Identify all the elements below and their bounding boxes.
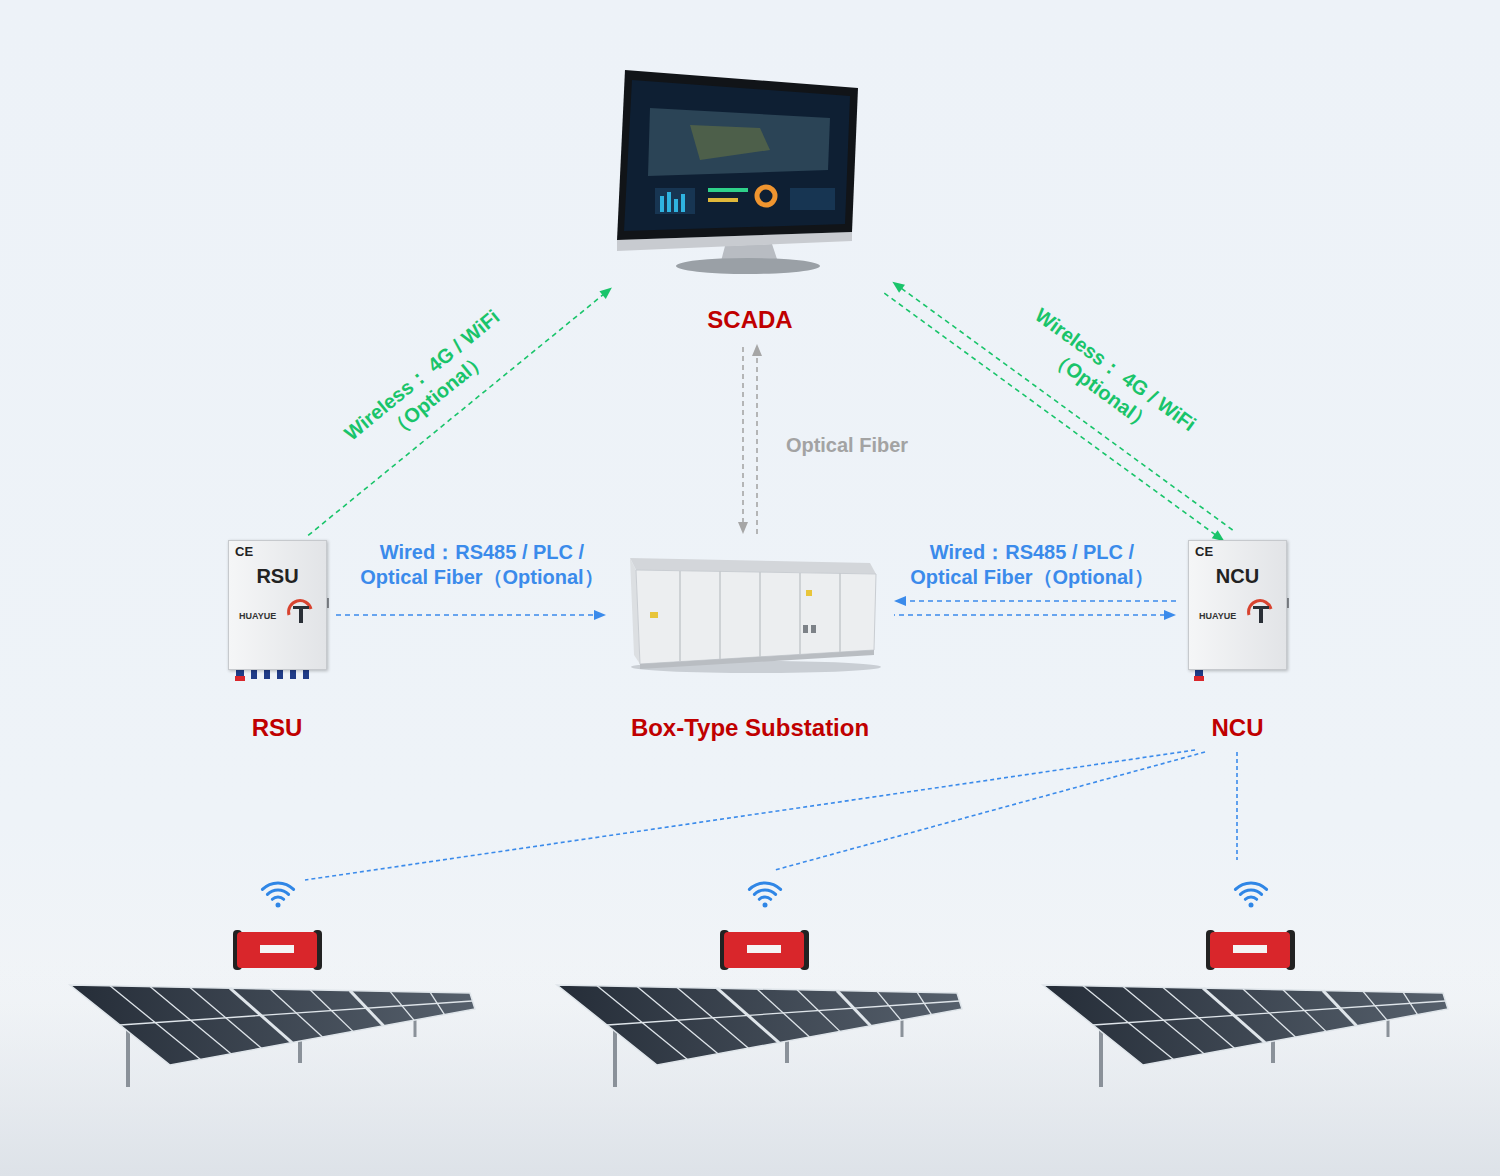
arrow-head xyxy=(599,288,611,299)
substation-drawing xyxy=(799,573,801,654)
dashed-connector xyxy=(901,288,1232,530)
dashed-connector xyxy=(336,614,595,616)
connector xyxy=(894,596,1176,620)
dashed-connector xyxy=(756,355,758,534)
monitor-drawing xyxy=(667,192,671,212)
arrow-head xyxy=(738,522,748,534)
substation-drawing xyxy=(806,590,812,596)
brand-logo xyxy=(1245,597,1275,625)
substation-drawing xyxy=(839,573,841,652)
monitor-drawing xyxy=(708,198,738,202)
connector xyxy=(308,288,612,536)
dashed-connector xyxy=(742,344,744,523)
substation-drawing xyxy=(759,572,761,657)
monitor-drawing xyxy=(757,187,775,205)
substation-drawing xyxy=(630,558,881,673)
brand-name: HUAYUE xyxy=(1199,611,1236,621)
substation-drawing xyxy=(719,571,721,659)
monitor-drawing xyxy=(676,258,820,274)
connector-label: Wireless： 4G / WiFi （Optional） xyxy=(333,299,527,471)
rsu-connectors xyxy=(235,676,245,681)
wireless-links xyxy=(1236,752,1238,860)
arrow-head xyxy=(752,344,762,356)
node-caption: SCADA xyxy=(615,305,885,335)
monitor-drawing xyxy=(681,194,685,212)
substation-drawing xyxy=(640,650,874,669)
monitor-drawing xyxy=(617,70,858,240)
monitor-drawing xyxy=(790,188,835,210)
brand-logo xyxy=(285,597,315,625)
substation-node: Box-Type Substation xyxy=(610,538,890,748)
dashed-connector xyxy=(308,294,603,535)
controller-housing: CE NCU HUAYUE xyxy=(1188,540,1287,670)
node-caption: RSU xyxy=(222,713,332,743)
arrow-head xyxy=(892,282,905,293)
connector-label: Wireless： 4G / WiFi （Optional） xyxy=(1008,298,1207,462)
connector xyxy=(336,610,606,620)
dashed-connector xyxy=(905,600,1176,602)
brand-logo xyxy=(1253,606,1269,623)
arrow-head xyxy=(1164,610,1176,620)
substation-drawing xyxy=(650,612,658,618)
tracker-row-3 xyxy=(1043,883,1448,1087)
connector xyxy=(738,344,762,534)
connector-label: Optical Fiber xyxy=(786,433,908,458)
connector-label: Wired：RS485 / PLC / Optical Fiber（Option… xyxy=(900,540,1165,590)
brand-name: HUAYUE xyxy=(239,611,276,621)
dashed-connector xyxy=(884,293,1215,535)
monitor-drawing xyxy=(624,80,850,231)
monitor-drawing xyxy=(708,188,748,192)
arrow-head xyxy=(594,610,606,620)
wireless-links xyxy=(775,752,1205,870)
monitor-drawing xyxy=(648,108,830,176)
device-name: RSU xyxy=(229,565,326,588)
wireless-links xyxy=(305,750,1237,880)
monitor-drawing xyxy=(617,70,858,274)
brand-logo xyxy=(293,606,309,623)
scada-node: SCADA xyxy=(615,65,885,340)
substation-drawing xyxy=(636,570,876,664)
connector-label: Wired：RS485 / PLC / Optical Fiber（Option… xyxy=(350,540,615,590)
monitor-drawing xyxy=(690,125,770,160)
ncu-node: CE NCU HUAYUE NCU xyxy=(1180,538,1295,748)
monitor-drawing xyxy=(674,199,678,212)
ncu-connectors xyxy=(1194,676,1204,681)
connector xyxy=(884,282,1233,542)
substation-drawing xyxy=(811,625,816,633)
node-caption: Box-Type Substation xyxy=(610,713,890,743)
ce-mark: CE xyxy=(235,544,253,559)
tracker-row-2 xyxy=(557,883,962,1087)
tracker-row-1 xyxy=(70,883,475,1087)
controller-housing: CE RSU HUAYUE xyxy=(228,540,327,670)
wireless-links xyxy=(305,750,1195,880)
substation-drawing xyxy=(680,571,840,661)
ce-mark: CE xyxy=(1195,544,1213,559)
monitor-drawing xyxy=(655,188,695,214)
monitor-drawing xyxy=(660,196,664,212)
dashed-connector xyxy=(894,614,1165,616)
substation-drawing xyxy=(803,625,808,633)
device-name: NCU xyxy=(1189,565,1286,588)
rsu-node: CE RSU HUAYUE RSU xyxy=(222,538,332,748)
substation-drawing xyxy=(679,571,681,661)
node-caption: NCU xyxy=(1180,713,1295,743)
arrow-head xyxy=(894,596,906,606)
